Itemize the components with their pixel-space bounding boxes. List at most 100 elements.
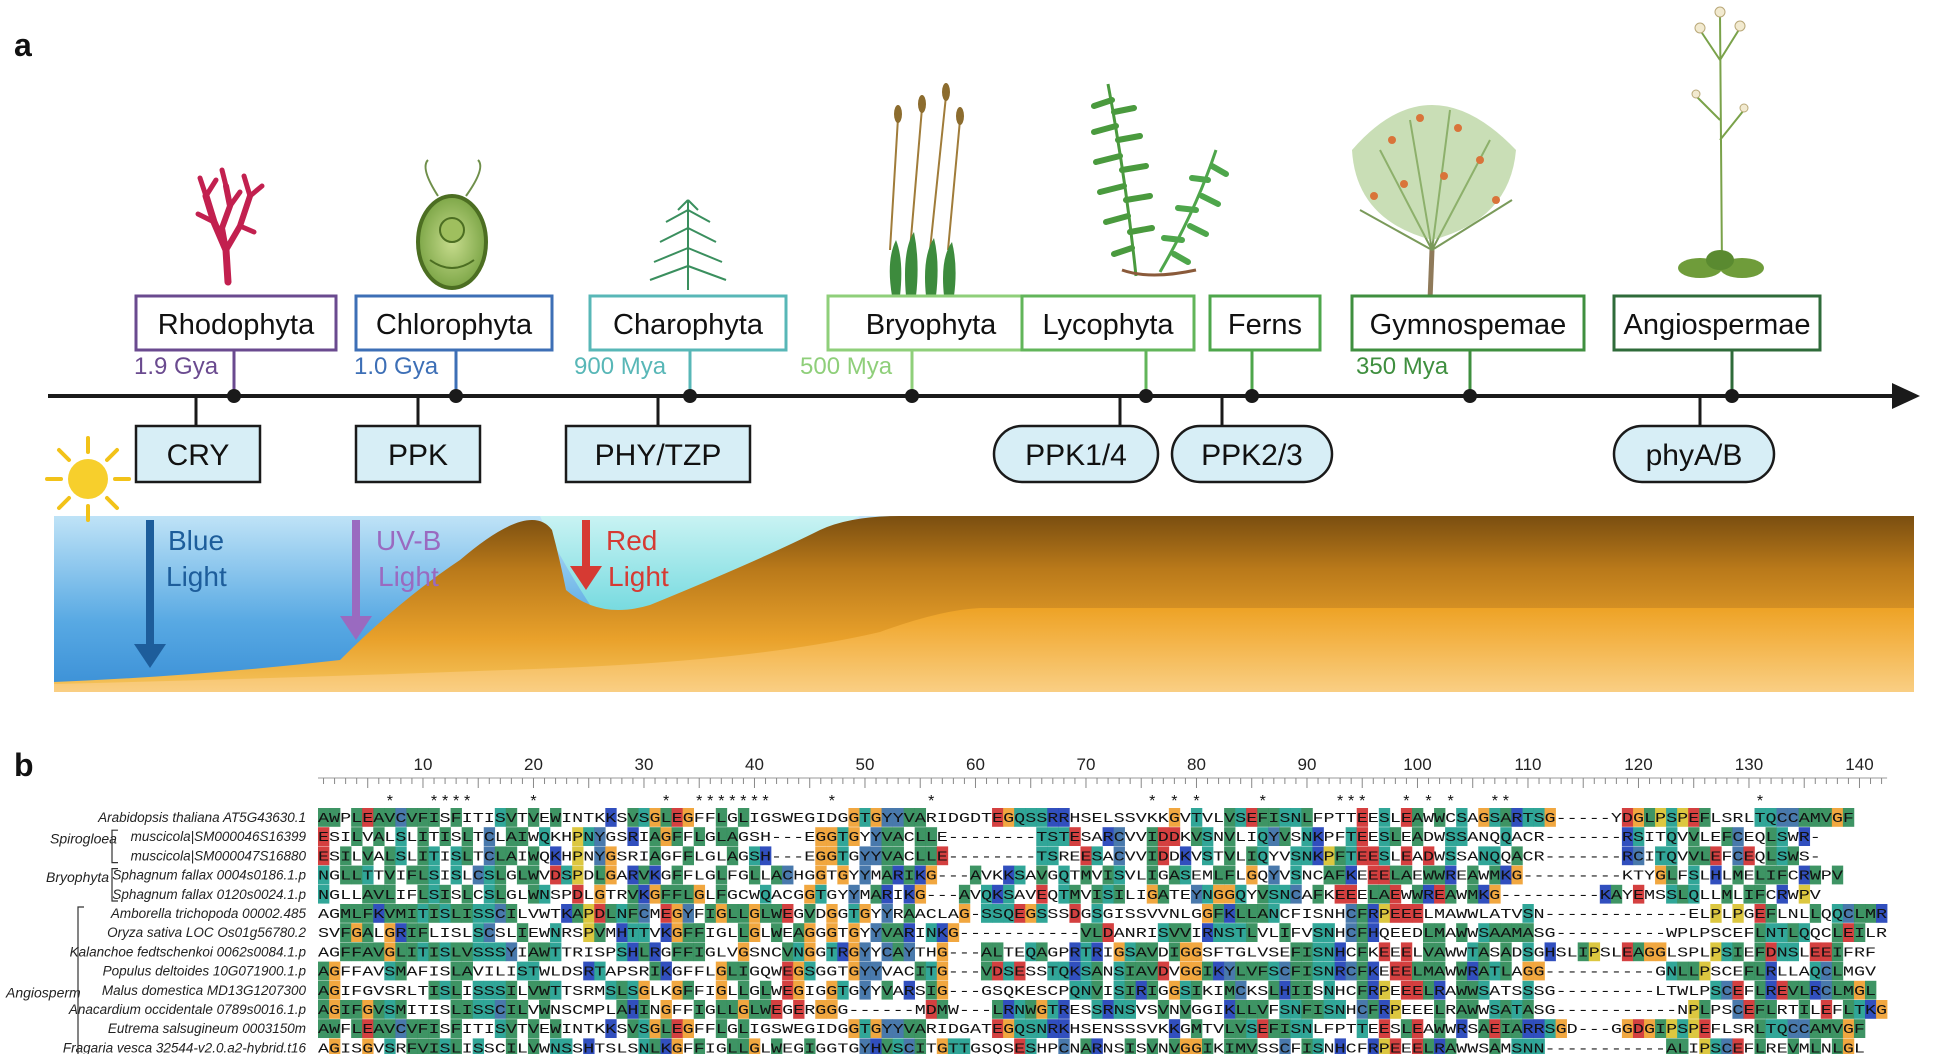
- alignment-row: ESILVALSLITISLTCLAIWQKHPNYGSRIAGFFLGLAGS…: [318, 846, 1821, 865]
- residue-cell: [1445, 865, 1457, 885]
- residue-cell: [1179, 846, 1192, 866]
- residue-cell: [572, 904, 584, 923]
- residue-cell: [1124, 1038, 1136, 1058]
- residue-cell: [1666, 808, 1678, 827]
- residue-cell: [726, 961, 739, 981]
- residue-cell: [1400, 942, 1413, 962]
- residue-cell: [527, 865, 540, 885]
- residue-cell: [1168, 865, 1181, 885]
- residue-cell: [1190, 961, 1203, 981]
- residue-cell: [1113, 961, 1125, 981]
- residue-cell: [848, 884, 860, 904]
- residue-cell: [649, 961, 661, 981]
- residue-cell: [318, 808, 330, 827]
- residue-cell: [1500, 827, 1512, 846]
- residue-cell: [1710, 865, 1722, 885]
- residue-cell: [1632, 884, 1645, 904]
- residue-cell: [1213, 923, 1225, 942]
- residue-cell: [1677, 1019, 1689, 1038]
- residue-cell: [1168, 827, 1181, 846]
- residue-cell: [881, 1019, 893, 1038]
- residue-cell: [1378, 846, 1391, 866]
- ruler-number: 50: [856, 755, 875, 774]
- residue-cell: [1323, 865, 1335, 885]
- residue-cell: [1423, 865, 1435, 885]
- residue-cell: [1069, 884, 1081, 904]
- residue-cell: [605, 1019, 617, 1038]
- residue-cell: [1268, 1019, 1280, 1038]
- alignment-row: AGISGVSRFVISLISSCILVWNSSHTSLSNLKGFFIGLLG…: [318, 1038, 1865, 1058]
- residue-cell: [870, 923, 882, 942]
- residue-cell: [1423, 980, 1435, 1000]
- residue-cell: [1831, 808, 1844, 827]
- residue-cell: [1124, 961, 1136, 981]
- residue-cell: [516, 961, 529, 981]
- residue-cell: [1765, 808, 1777, 827]
- residue-cell: [1190, 827, 1203, 846]
- photoreceptor-box: [354, 424, 482, 484]
- residue-cell: [1820, 1019, 1833, 1038]
- conservation-star: *: [729, 793, 735, 810]
- photoreceptor-ppk23: PPK2/3: [1170, 396, 1334, 484]
- residue-cell: [1080, 1038, 1092, 1058]
- residue-cell: [583, 904, 595, 923]
- residue-cell: [1544, 942, 1556, 962]
- clade-ferns: Ferns: [1208, 294, 1322, 403]
- residue-cell: [1411, 980, 1424, 1000]
- residue-cell: [1235, 1019, 1247, 1038]
- residue-cell: [1666, 865, 1678, 885]
- conservation-star: *: [1503, 793, 1509, 810]
- residue-cell: [384, 865, 396, 885]
- residue-cell: [1091, 884, 1103, 904]
- residue-cell: [981, 904, 993, 923]
- residue-cell: [1323, 923, 1335, 942]
- residue-cell: [1732, 1038, 1744, 1058]
- conservation-star: *: [718, 793, 724, 810]
- residue-cell: [958, 1038, 971, 1058]
- residue-cell: [1610, 884, 1623, 904]
- residue-cell: [1577, 942, 1590, 962]
- residue-cell: [981, 961, 993, 981]
- residue-cell: [1235, 923, 1247, 942]
- residue-cell: [1876, 1000, 1888, 1019]
- residue-cell: [1367, 1000, 1380, 1019]
- residue-cell: [1489, 1038, 1501, 1058]
- residue-cell: [373, 884, 385, 904]
- residue-cell: [903, 808, 915, 827]
- residue-cell: [1323, 961, 1335, 981]
- residue-cell: [992, 942, 1004, 962]
- residue-cell: [1213, 961, 1225, 981]
- residue-cell: [439, 1038, 451, 1058]
- residue-cell: [1157, 923, 1170, 942]
- residue-cell: [417, 1019, 429, 1038]
- residue-cell: [1246, 1019, 1258, 1038]
- residue-cell: [737, 904, 750, 923]
- residue-cell: [1080, 923, 1092, 942]
- residue-cell: [992, 904, 1004, 923]
- residue-cell: [384, 904, 396, 923]
- residue-cell: [881, 980, 893, 1000]
- residue-cell: [1787, 808, 1799, 827]
- residue-cell: [1179, 865, 1192, 885]
- conservation-star: *: [663, 793, 669, 810]
- residue-cell: [671, 827, 683, 846]
- residue-cell: [1842, 808, 1855, 827]
- residue-cell: [1202, 961, 1214, 981]
- residue-cell: [649, 1019, 661, 1038]
- conservation-star: *: [431, 793, 437, 810]
- residue-cell: [649, 846, 661, 866]
- clade-angiospermae: Angiospermae: [1612, 294, 1822, 403]
- charophyte-alga-icon: [649, 199, 727, 290]
- residue-cell: [1434, 1019, 1446, 1038]
- residue-cell: [594, 904, 606, 923]
- residue-cell: [561, 904, 573, 923]
- residue-cell: [1754, 961, 1766, 981]
- clade-node: [1463, 389, 1477, 403]
- residue-cell: [859, 1038, 871, 1058]
- residue-cell: [1423, 846, 1435, 866]
- residue-cell: [1113, 942, 1125, 962]
- residue-cell: [1334, 1038, 1346, 1058]
- residue-cell: [384, 846, 396, 866]
- residue-cell: [992, 1019, 1004, 1038]
- residue-cell: [1168, 980, 1181, 1000]
